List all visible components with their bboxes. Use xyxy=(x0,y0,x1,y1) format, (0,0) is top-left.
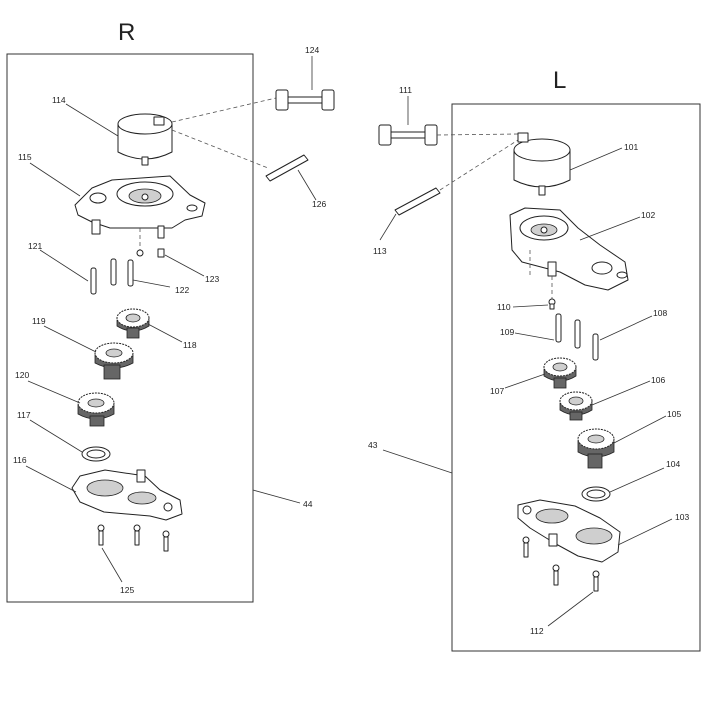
callout-105: 105 xyxy=(667,409,681,419)
leader-125 xyxy=(101,547,123,583)
leader-126 xyxy=(297,169,317,201)
callout-102: 102 xyxy=(641,210,655,220)
leader-120 xyxy=(27,380,81,404)
leader-122 xyxy=(132,279,171,288)
callout-126: 126 xyxy=(312,199,326,209)
callout-110: 110 xyxy=(497,302,511,312)
callout-117: 117 xyxy=(17,410,31,420)
callout-119: 119 xyxy=(32,316,46,326)
callout-109: 109 xyxy=(500,327,514,337)
leader-101 xyxy=(569,147,623,171)
callout-112: 112 xyxy=(530,626,544,636)
callout-122: 122 xyxy=(175,285,189,295)
pins-108-109 xyxy=(555,313,599,361)
washer-117 xyxy=(81,446,111,462)
leader-108 xyxy=(599,315,653,341)
leader-119 xyxy=(43,325,97,353)
lower-housing-103 xyxy=(517,499,621,563)
washer-104 xyxy=(581,486,611,502)
callout-121: 121 xyxy=(28,241,42,251)
leader-104 xyxy=(609,467,665,493)
shaft-126 xyxy=(265,154,309,182)
leader-121 xyxy=(39,249,89,282)
leader-113 xyxy=(379,213,397,241)
gear-119 xyxy=(94,342,134,380)
leader-115 xyxy=(29,162,81,197)
callout-124: 124 xyxy=(305,45,319,55)
leader-118 xyxy=(147,323,183,343)
gear-107 xyxy=(543,357,577,389)
upper-housing-102 xyxy=(509,207,629,291)
leader-44 xyxy=(252,489,301,504)
callout-108: 108 xyxy=(653,308,667,318)
side-letter-right: R xyxy=(118,19,135,46)
dash-line-111 xyxy=(436,133,519,136)
screws-112 xyxy=(522,536,600,592)
callout-125: 125 xyxy=(120,585,134,595)
upper-housing-115 xyxy=(74,175,206,239)
callout-43: 43 xyxy=(368,440,378,450)
coupling-124 xyxy=(275,89,335,111)
screw-110 xyxy=(548,298,556,310)
leader-117 xyxy=(29,419,83,453)
lower-housing-116 xyxy=(71,469,183,521)
leader-112 xyxy=(547,591,594,627)
callout-116: 116 xyxy=(13,455,27,465)
assembly-frame-left xyxy=(451,103,701,652)
gear-120 xyxy=(77,392,115,427)
callout-115: 115 xyxy=(18,152,32,162)
dash-line-113 xyxy=(439,139,519,191)
screws-125 xyxy=(97,524,170,552)
motor-114 xyxy=(117,113,173,166)
side-letter-left: L xyxy=(553,67,566,94)
gear-118 xyxy=(116,308,150,339)
callout-106: 106 xyxy=(651,375,665,385)
leader-114 xyxy=(65,103,119,137)
coupling-111 xyxy=(378,124,438,146)
screw-123 xyxy=(136,248,165,258)
gear-106 xyxy=(559,391,593,421)
leader-105 xyxy=(613,415,667,444)
leader-106 xyxy=(591,380,651,406)
leader-110 xyxy=(512,304,549,308)
leader-43 xyxy=(382,449,453,474)
callout-104: 104 xyxy=(666,459,680,469)
leader-123 xyxy=(164,254,205,277)
assembly-frame-right xyxy=(6,53,254,603)
callout-114: 114 xyxy=(52,95,66,105)
leader-103 xyxy=(617,518,673,546)
leader-109 xyxy=(514,332,555,341)
callout-118: 118 xyxy=(183,340,197,350)
gear-105 xyxy=(577,428,615,469)
callout-101: 101 xyxy=(624,142,638,152)
leader-116 xyxy=(25,465,77,493)
callout-111: 111 xyxy=(399,85,412,95)
motor-101 xyxy=(513,132,571,196)
callout-113: 113 xyxy=(373,246,387,256)
dash-line-124 xyxy=(171,97,277,123)
callout-107: 107 xyxy=(490,386,504,396)
pins-121-122 xyxy=(90,258,134,295)
callout-44: 44 xyxy=(303,499,313,509)
callout-103: 103 xyxy=(675,512,689,522)
leader-102 xyxy=(579,216,641,241)
dash-line-126 xyxy=(171,129,269,169)
callout-123: 123 xyxy=(205,274,219,284)
shaft-113 xyxy=(394,187,441,216)
leader-107 xyxy=(504,373,546,389)
callout-120: 120 xyxy=(15,370,29,380)
